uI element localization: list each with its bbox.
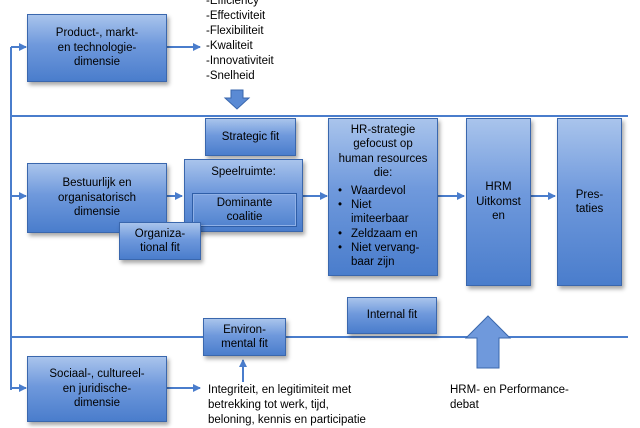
bestuurlijk-dimension-box: Bestuurlijk en organisatorisch dimensie	[27, 163, 167, 233]
hrm-uitkomsten-box: HRM Uitkomst en	[466, 118, 531, 286]
hrm-performance-debat-text: HRM- en Performance- debat	[450, 384, 569, 411]
dominante-coalitie-box: Dominante coalitie	[192, 193, 297, 227]
block-up-arrow	[464, 315, 512, 369]
hr-strategie-box: HR-strategie gefocust op human resources…	[328, 118, 438, 276]
organizational-fit-box: Organiza- tional fit	[119, 222, 201, 260]
hr-resource-item: Waardevol	[338, 184, 431, 199]
block-down-arrow	[223, 89, 251, 110]
product-dimension-box: Product-, markt- en technologie- dimensi…	[27, 14, 167, 82]
environmental-fit-box: Environ- mental fit	[203, 318, 286, 356]
performance-criteria-list: -Efficiency -Effectiviteit -Flexibilitei…	[206, 0, 274, 82]
integriteit-text: Integriteit, en legitimiteit met betrekk…	[208, 384, 366, 426]
hr-resource-item: Niet imiteerbaar	[338, 198, 431, 227]
hr-resource-item: Niet vervang- baar zijn	[338, 241, 431, 270]
internal-fit-box: Internal fit	[347, 297, 437, 334]
sociaal-dimension-box: Sociaal-, cultureel- en juridische- dime…	[27, 356, 167, 422]
hr-resource-list: Waardevol Niet imiteerbaar Zeldzaam en N…	[335, 184, 431, 270]
strategic-fit-box: Strategic fit	[205, 118, 296, 156]
prestaties-box: Pres- taties	[557, 118, 622, 286]
hr-strategie-heading: HR-strategie gefocust op human resources…	[338, 124, 428, 180]
hr-resource-item: Zeldzaam en	[338, 227, 431, 242]
